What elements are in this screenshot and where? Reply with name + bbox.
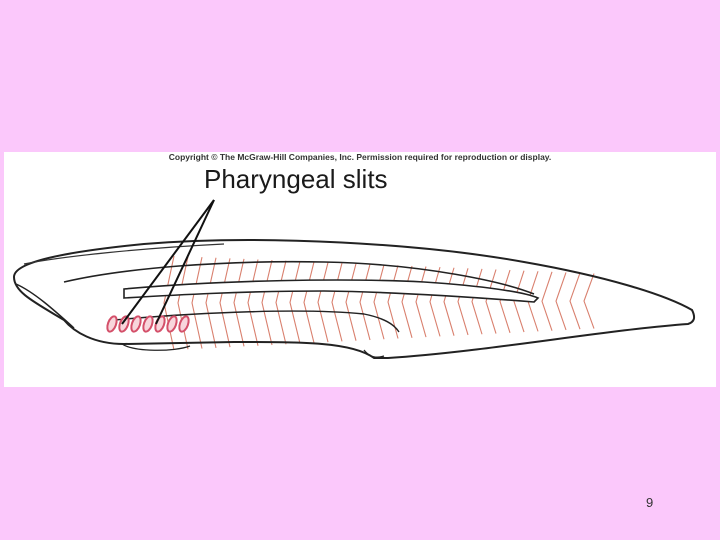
myomere <box>303 261 315 343</box>
atriopore <box>363 349 385 358</box>
pharyngeal-slit <box>130 315 142 333</box>
myomere <box>429 266 441 337</box>
pharyngeal-slits <box>106 315 190 333</box>
myomere <box>471 268 483 335</box>
figure-panel: Copyright © The McGraw-Hill Companies, I… <box>4 152 716 387</box>
pharyngeal-slit <box>118 315 130 333</box>
myomere <box>583 273 595 329</box>
myomere <box>415 266 427 338</box>
myomeres <box>163 255 595 351</box>
myomere <box>191 257 203 349</box>
myomere <box>261 259 273 346</box>
pharyngeal-slit <box>142 315 154 333</box>
myomere <box>569 272 581 330</box>
myomere <box>233 258 245 347</box>
myomere <box>219 258 231 348</box>
anterior-dorsal-line <box>23 243 225 265</box>
pharyngeal-slit <box>178 315 190 333</box>
myomere <box>485 269 497 334</box>
myomere <box>359 264 371 341</box>
atrium <box>121 343 191 351</box>
myomere <box>555 272 567 331</box>
notochord <box>123 279 540 303</box>
myomere <box>345 263 357 341</box>
myomere <box>205 257 217 348</box>
myomere <box>443 267 455 336</box>
nerve-cord <box>63 260 535 295</box>
pharyngeal-slit <box>166 315 178 333</box>
myomere <box>247 259 259 346</box>
pharyngeal-slit <box>106 315 118 333</box>
gut <box>113 310 400 333</box>
myomere <box>401 265 413 338</box>
myomere <box>163 255 175 351</box>
figure-title: Pharyngeal slits <box>204 164 388 194</box>
head-fold-line <box>15 283 75 329</box>
myomere <box>289 261 301 344</box>
myomere <box>317 262 329 343</box>
myomere <box>457 268 469 336</box>
myomere <box>541 271 553 331</box>
myomere <box>513 270 525 333</box>
myomere <box>387 265 399 339</box>
pointer-line <box>155 199 215 325</box>
lancelet-diagram <box>12 199 696 359</box>
copyright-notice: Copyright © The McGraw-Hill Companies, I… <box>168 152 552 162</box>
myomere <box>373 264 385 340</box>
pointer-line <box>121 199 215 325</box>
slide-number: 9 <box>646 495 654 510</box>
myomere <box>177 256 189 350</box>
myomere <box>275 260 287 345</box>
myomere <box>331 262 343 342</box>
myomere <box>499 269 511 333</box>
body-outline <box>12 239 696 359</box>
